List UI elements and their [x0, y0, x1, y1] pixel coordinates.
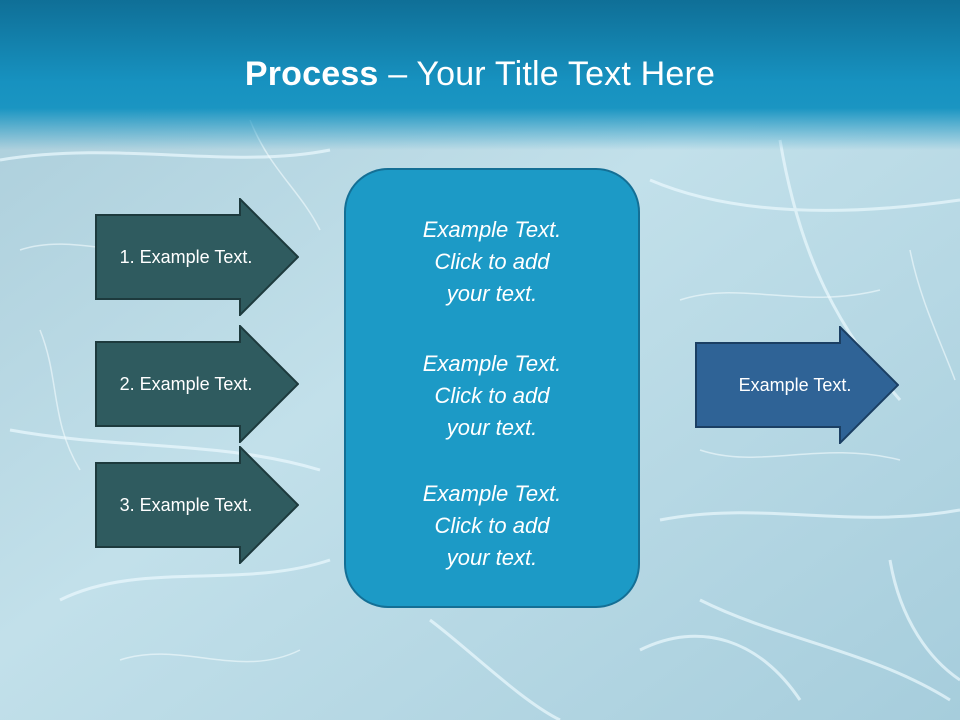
center-process-box: Example Text. Click to add your text. Ex… — [344, 168, 640, 608]
input-arrow-label: 1. Example Text. — [119, 246, 253, 267]
arrow-shape — [95, 325, 299, 443]
slide-title: Process – Your Title Text Here — [0, 52, 960, 96]
input-arrow-label: 3. Example Text. — [119, 494, 253, 515]
header-band — [0, 0, 960, 150]
center-line: your text. — [446, 545, 538, 570]
arrow-shape — [695, 326, 899, 444]
output-arrow-label: Example Text. — [738, 374, 852, 395]
center-line: Click to add — [434, 383, 550, 408]
center-text-block-1: Example Text. Click to add your text. — [346, 214, 638, 310]
center-line: Click to add — [434, 249, 550, 274]
output-arrow: Example Text. — [695, 326, 899, 444]
input-arrow-2: 2. Example Text. — [95, 325, 299, 443]
center-line: Example Text. — [422, 217, 562, 242]
center-line: your text. — [446, 281, 538, 306]
center-line: Click to add — [434, 513, 550, 538]
title-bold: Process — [244, 55, 379, 93]
center-line: Example Text. — [422, 351, 562, 376]
title-rest: – Your Title Text Here — [378, 55, 716, 93]
input-arrow-label: 2. Example Text. — [119, 373, 253, 394]
center-line: your text. — [446, 415, 538, 440]
arrow-shape — [95, 198, 299, 316]
center-text-block-3: Example Text. Click to add your text. — [346, 478, 638, 574]
arrow-shape — [95, 446, 299, 564]
input-arrow-1: 1. Example Text. — [95, 198, 299, 316]
center-text-block-2: Example Text. Click to add your text. — [346, 348, 638, 444]
center-line: Example Text. — [422, 481, 562, 506]
input-arrow-3: 3. Example Text. — [95, 446, 299, 564]
